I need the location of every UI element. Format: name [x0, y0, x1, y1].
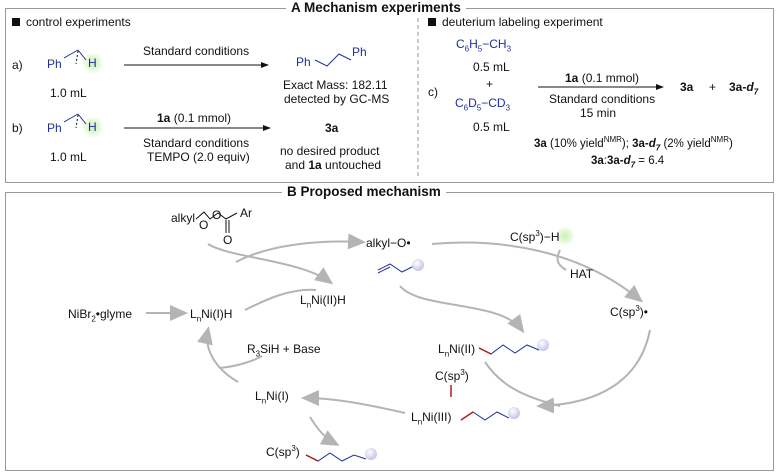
arrow-b-bottom2: TEMPO (2.0 equiv)	[147, 150, 250, 164]
arrow-b-bottom1: Standard conditions	[143, 136, 250, 150]
product-ball	[365, 448, 377, 460]
alkoxy-radical: alkyl−O•	[366, 236, 411, 250]
silane-base: R3SiH + Base	[247, 342, 321, 359]
arrow-silane	[219, 355, 263, 369]
h-highlight	[83, 53, 103, 73]
row-c-label: c)	[428, 85, 438, 99]
control-heading: control experiments	[12, 16, 131, 28]
toluene-h: C6H5−CH3	[456, 37, 512, 54]
ln-niii: LnNi(III)	[411, 410, 452, 427]
toluene-h-amount: 0.5 mL	[473, 60, 510, 74]
toluene-d-amount: 0.5 mL	[473, 120, 510, 134]
product-ph-left: Ph	[296, 55, 311, 69]
arrow-niih-branch	[244, 288, 317, 311]
arrow-product-out	[309, 416, 340, 446]
arrow-alkene-insert	[399, 285, 525, 334]
arrow-c-top: 1a (0.1 mmol)	[565, 71, 640, 85]
exact-mass: Exact Mass: 182.11	[283, 78, 388, 92]
detected: detected by GC-MS	[284, 92, 390, 106]
prod-3a: 3a	[680, 80, 694, 94]
arrow-radical-to-ni3	[536, 329, 651, 414]
h-highlight	[556, 227, 574, 245]
arrow-ni2-to-ni3	[484, 361, 561, 407]
ln-nii-alkyl: LnNi(II)	[438, 342, 476, 359]
toluene-d: C6D5−CD3	[455, 96, 511, 113]
product-ph-right: Ph	[352, 45, 367, 59]
reagent-ph: Ph	[47, 57, 62, 71]
peroxide-alkyl: alkyl	[171, 211, 196, 225]
ln-niii-top: C(sp3)	[435, 368, 469, 383]
peroxide-ar: Ar	[240, 206, 252, 220]
peroxide-o2: O	[212, 208, 222, 222]
panel-a-title: A Mechanism experiments	[286, 1, 466, 15]
alkyl-ball	[537, 339, 549, 351]
deut-heading: deuterium labeling experiment	[428, 16, 603, 28]
row-a-label: a)	[12, 58, 23, 72]
arrow-ni3-to-ni1	[301, 390, 406, 414]
arrow-b-top: 1a (0.1 mmol)	[157, 111, 232, 125]
row-b-label: b)	[12, 121, 23, 135]
amount-a: 1.0 mL	[50, 86, 87, 100]
arrow-ni1-to-nih	[197, 326, 239, 383]
ni3-ball	[508, 407, 520, 419]
amount-b: 1.0 mL	[50, 150, 87, 164]
arrow-peroxide-to-ni	[207, 243, 334, 285]
arrow-a-label: Standard conditions	[143, 44, 250, 58]
ln-nii-h: LnNi(II)H	[300, 293, 346, 310]
arrow-c-bottom2: 15 min	[580, 106, 617, 120]
arrow-c-bottom1: Standard conditions	[549, 92, 656, 106]
nibr2-glyme: NiBr2•glyme	[68, 307, 133, 324]
product-csp3: C(sp3)	[266, 444, 300, 459]
no-product-2: and 1a untouched	[285, 158, 382, 172]
peroxide-o3: O	[223, 233, 233, 247]
yield-line: 3a (10% yieldNMR); 3a-d7 (2% yieldNMR)	[534, 135, 733, 153]
csp3-h: C(sp3)−H	[510, 229, 560, 244]
ratio-line: 3a:3a-d7 = 6.4	[591, 155, 665, 170]
ln-ni1-h: LnNi(I)H	[190, 307, 233, 324]
prod-plus: +	[709, 80, 717, 94]
product-b: 3a	[325, 121, 339, 135]
no-product-1: no desired product	[280, 144, 380, 158]
panel-b-title: B Proposed mechanism	[282, 185, 446, 199]
csp3-radical: C(sp3)•	[610, 304, 648, 319]
hat-label: HAT	[570, 267, 594, 281]
peroxide-o1: O	[199, 218, 209, 232]
reagent-ph: Ph	[47, 121, 62, 135]
reagent-h: H	[88, 56, 97, 70]
reagent-h: H	[88, 120, 97, 134]
plus-sign: +	[486, 77, 494, 91]
h-highlight	[83, 117, 103, 137]
arrow-hat	[556, 249, 567, 271]
arrow-alkoxy-csp3	[431, 241, 644, 303]
prod-3a-d7: 3a-d7	[729, 80, 759, 97]
ln-ni1: LnNi(I)	[255, 389, 289, 406]
alkene-ball	[412, 259, 424, 271]
arrow-to-alkoxy	[235, 233, 366, 263]
